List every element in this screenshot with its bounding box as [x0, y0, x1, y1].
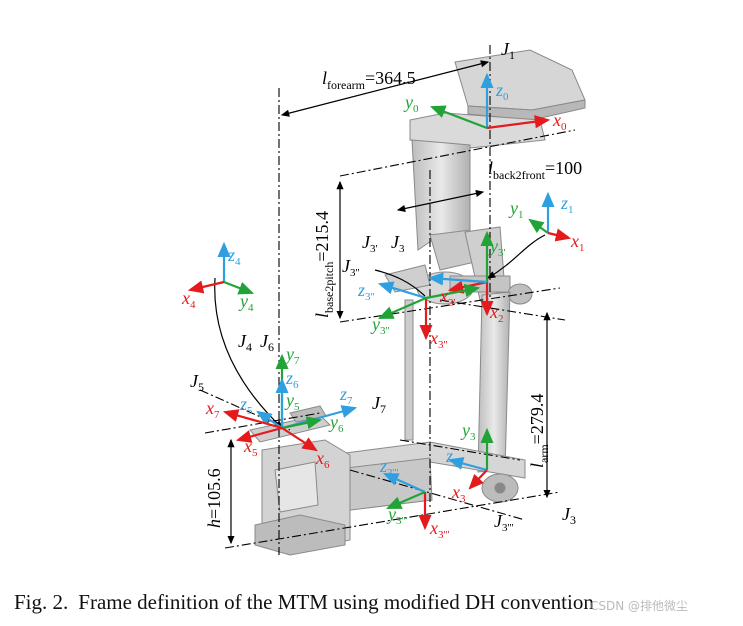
dimension-arrows [214, 60, 551, 545]
frame-3pp [377, 281, 481, 341]
dim-forearm-arrow [280, 60, 490, 117]
frame-1 [528, 191, 572, 242]
label-x0: x0 [552, 110, 567, 133]
mtm-frame-diagram: lforearm=364.5 lback2front=100 lbase2pit… [181, 39, 586, 556]
frame-0 [429, 72, 551, 130]
label-z3pp: z3'' [357, 280, 374, 303]
labels: lforearm=364.5 lback2front=100 lbase2pit… [181, 39, 585, 541]
label-x7: x7 [205, 398, 220, 421]
frame-3 [447, 427, 494, 490]
z5-axis [256, 410, 283, 429]
pitch-rod [404, 299, 414, 441]
label-J5: J5 [190, 371, 204, 394]
label-x2: x2 [489, 302, 504, 325]
z2-axis [427, 272, 488, 286]
y6-axis [281, 416, 323, 430]
label-x5: x5 [243, 436, 258, 459]
y3pp-b-axis [425, 284, 481, 300]
label-z0: z0 [495, 80, 509, 103]
label-y1: y1 [508, 198, 524, 221]
watermark: CSDN @排他微尘 [590, 599, 689, 613]
z3ppp-axis [382, 472, 426, 494]
label-y3p: y3' [488, 236, 506, 259]
dim-base2pitch-label: lbase2pitch=215.4 [312, 211, 336, 318]
cline-pitch-h [339, 287, 561, 323]
label-J3: J3 [391, 232, 405, 255]
label-z7: z7 [339, 384, 353, 407]
dim-forearm-label: lforearm=364.5 [322, 68, 416, 92]
cline-j3ppp-diag [349, 469, 526, 521]
label-z3ppp: z3''' [379, 456, 398, 479]
x4-axis [187, 280, 225, 294]
label-z4: z4 [227, 245, 241, 268]
dim-back2front-label: lback2front=100 [488, 158, 582, 182]
leader-j3pp [374, 269, 426, 297]
label-y7: y7 [284, 344, 300, 367]
label-x3ppp: x3''' [429, 518, 449, 541]
frame-wrist [222, 353, 358, 452]
label-x6: x6 [315, 448, 330, 471]
z3-axis [447, 457, 488, 472]
label-J3ppp: J3''' [494, 511, 513, 534]
dim-h-label: h=105.6 [204, 468, 224, 528]
label-z1: z1 [560, 193, 574, 216]
cline-lower-h [224, 491, 561, 549]
x7-axis [222, 409, 283, 430]
label-J6: J6 [260, 331, 274, 354]
label-z5: z5 [239, 394, 253, 417]
label-y6: y6 [328, 412, 344, 435]
x5-axis [235, 426, 283, 443]
label-J3p: J3' [362, 232, 378, 255]
y0-axis [429, 105, 488, 130]
label-J1: J1 [501, 39, 515, 62]
frame-3ppp [382, 472, 432, 531]
caption-text: Frame definition of the MTM using modifi… [78, 590, 594, 614]
figure-caption: Fig. 2. Frame definition of the MTM using… [14, 590, 594, 615]
cline-top-h [339, 129, 576, 177]
label-x3p: x3' [439, 286, 456, 309]
dim-back2front-arrow [396, 189, 485, 213]
label-x1: x1 [570, 231, 585, 254]
label-y3pp: y3'' [370, 314, 389, 337]
label-y0: y0 [403, 92, 419, 115]
gimbal-inner [274, 461, 319, 513]
y3pp-axis [377, 296, 427, 320]
label-y5: y5 [284, 390, 300, 413]
label-z3: z3 [445, 446, 459, 469]
label-y3ppp: y3''' [386, 504, 407, 527]
dim-arm-label: larm=279.4 [527, 394, 551, 468]
label-y3: y3 [460, 420, 476, 443]
label-x3: x3 [451, 482, 466, 505]
x6-axis [281, 427, 318, 452]
label-J3b: J3 [562, 504, 576, 527]
label-J7: J7 [372, 393, 386, 416]
caption-label: Fig. 2. [14, 590, 69, 614]
elbow-pin [494, 482, 506, 494]
y3ppp-axis [385, 490, 426, 510]
cline-elbow-h [399, 439, 521, 461]
frame-4 [187, 241, 255, 295]
label-x3pp: x3'' [429, 328, 447, 351]
z3pp-axis [377, 281, 427, 300]
label-z6: z6 [285, 368, 299, 391]
label-y4: y4 [238, 291, 254, 314]
label-J4: J4 [238, 331, 252, 354]
x3-axis [468, 469, 488, 490]
y4-axis [223, 280, 255, 295]
x1-axis [547, 228, 572, 242]
leader-j1-frame1 [486, 234, 546, 279]
leader-j4-frame4 [214, 277, 283, 429]
base-plate [454, 49, 586, 111]
label-J3pp: J3'' [342, 256, 359, 279]
mtm-mechanism [249, 49, 586, 556]
label-x4: x4 [181, 288, 196, 311]
y1-axis [528, 218, 549, 234]
x0-axis [486, 115, 551, 130]
